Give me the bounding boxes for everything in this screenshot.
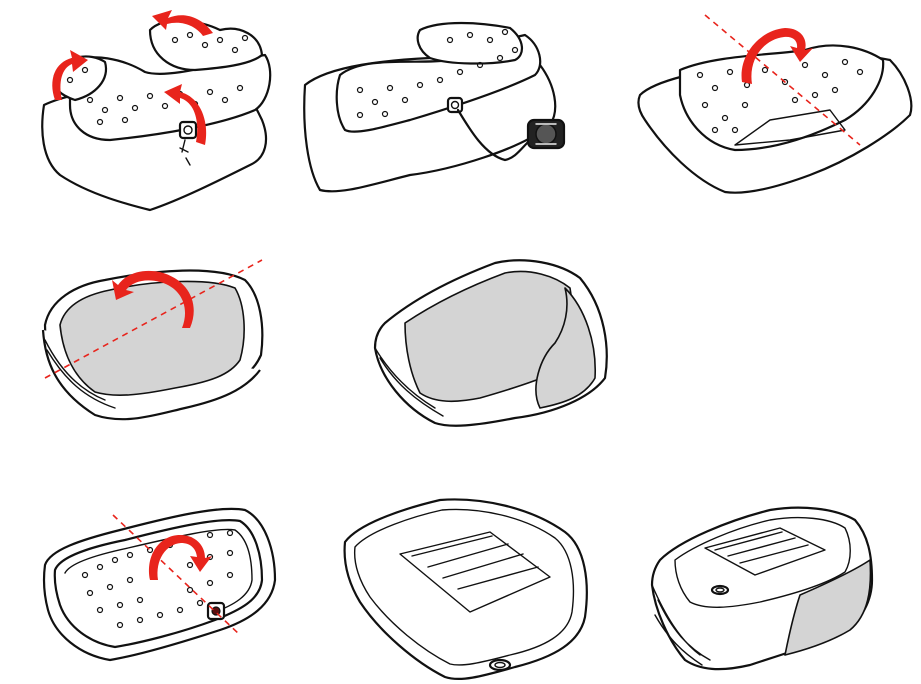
step-3-fold-lengthwise — [635, 10, 920, 210]
step-7-flat-mattress-underside — [340, 492, 595, 682]
fold-arrows — [52, 10, 813, 580]
fold-lengthwise-arrow-icon — [637, 44, 913, 194]
fold-again-arrow-icon — [41, 269, 264, 421]
arrow-up-left-icon — [52, 50, 88, 100]
pump-attached-deflating-icon — [303, 21, 566, 193]
valve-icon — [488, 658, 512, 672]
step-4-fold-again — [35, 250, 270, 430]
step-6-flat-mattress-fold — [40, 495, 280, 675]
fold-lines — [44, 14, 861, 636]
folded-bundle-icon — [373, 259, 608, 427]
step-5-folded-bundle — [365, 248, 615, 433]
step-8-folded-mattress-stack — [640, 490, 880, 680]
arrow-fold-over-icon — [741, 28, 813, 84]
mattress-dot-pattern — [81, 529, 234, 629]
step-1-deflating-mattress — [30, 0, 280, 215]
arrow-fold-over-icon — [149, 535, 212, 580]
pump-icon — [526, 118, 566, 150]
fold-line — [44, 259, 263, 379]
step-2-pump-attached — [300, 10, 580, 205]
flat-mattress-fold-arrow-icon — [42, 507, 277, 662]
mattress-dot-pattern — [356, 28, 519, 119]
arrow-fold-over-icon — [112, 270, 194, 328]
fold-line — [704, 14, 861, 146]
valve-icon — [710, 584, 730, 596]
flat-mattress-underside-icon — [343, 498, 588, 681]
mattress-dot-pattern — [696, 58, 864, 134]
folded-mattress-stack-icon — [650, 506, 874, 671]
arrow-curve-up-icon — [164, 84, 207, 145]
valve-icon — [178, 120, 198, 140]
pump-hose — [456, 108, 532, 162]
deflating-mattress-arrows-icon — [41, 19, 272, 212]
valve-icon — [446, 96, 464, 114]
mattress-dot-pattern — [66, 31, 249, 126]
arrow-curve-left-icon — [152, 10, 213, 36]
fold-line — [112, 514, 241, 636]
